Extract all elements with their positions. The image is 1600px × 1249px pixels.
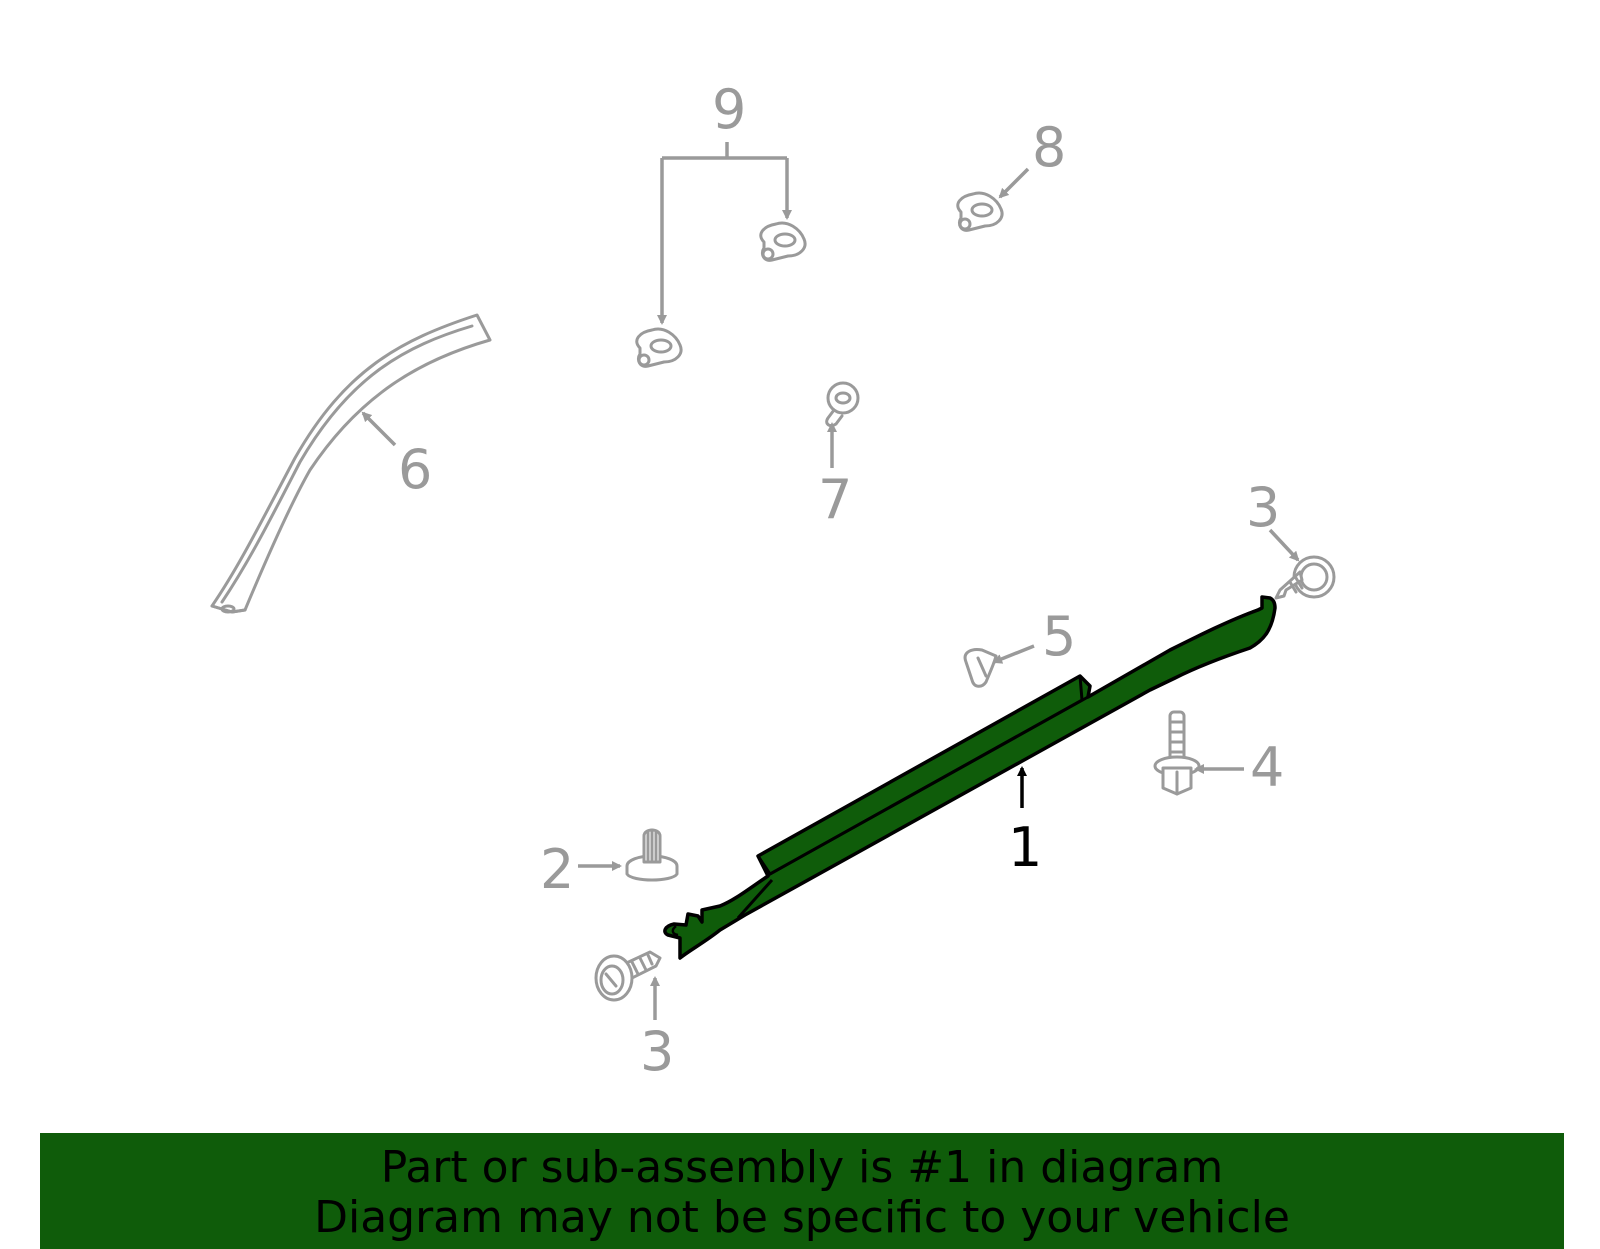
callout-8: 8 <box>1032 116 1066 179</box>
callout-9-bracket <box>657 142 792 325</box>
leader-3-right <box>1268 528 1300 562</box>
screw-3-right <box>1274 555 1336 600</box>
callout-3-right: 3 <box>1246 476 1280 539</box>
wheel-arch-molding <box>210 313 492 614</box>
clip-8 <box>956 191 1004 232</box>
clip-9-left <box>635 327 683 368</box>
callout-7: 7 <box>818 468 852 531</box>
clip-5 <box>963 648 998 688</box>
leader-8 <box>998 167 1030 199</box>
callout-2: 2 <box>540 838 574 901</box>
leader-5 <box>992 644 1035 664</box>
rocker-molding <box>663 595 1277 960</box>
callout-1: 1 <box>1008 816 1042 879</box>
clip-9-right <box>759 221 807 262</box>
callout-3-left: 3 <box>640 1020 674 1083</box>
bolt-4 <box>1153 710 1201 796</box>
info-banner: Part or sub-assembly is #1 in diagram Di… <box>40 1133 1564 1249</box>
push-clip-2 <box>625 828 679 882</box>
callout-4: 4 <box>1250 736 1284 799</box>
banner-line-1: Part or sub-assembly is #1 in diagram <box>380 1142 1224 1193</box>
callout-9: 9 <box>712 78 746 141</box>
clip-7 <box>825 381 860 428</box>
leader-6 <box>361 411 397 447</box>
callout-5: 5 <box>1042 605 1076 668</box>
screw-3-left <box>594 950 662 1002</box>
callout-6: 6 <box>398 438 432 501</box>
banner-line-2: Diagram may not be specific to your vehi… <box>314 1192 1290 1243</box>
